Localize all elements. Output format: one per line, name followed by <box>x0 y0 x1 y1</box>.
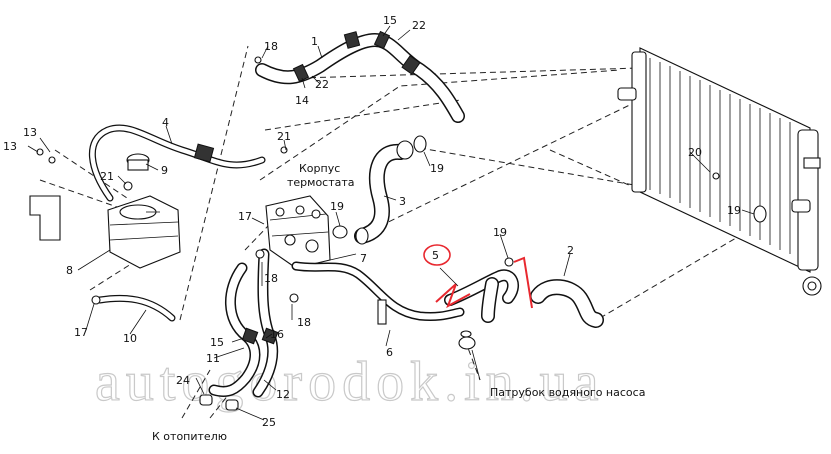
callout-12: 12 <box>276 388 290 401</box>
thermostat-label-line1: Корпус <box>299 162 340 175</box>
pump-branch <box>444 257 520 350</box>
callout-7: 7 <box>360 252 367 265</box>
callout-19c: 19 <box>493 226 507 239</box>
watermark: autogorodok.in.ua <box>95 351 604 413</box>
callout-8: 8 <box>66 264 73 277</box>
part-5-highlight <box>423 244 533 309</box>
callout-22b: 22 <box>315 78 329 91</box>
callout-4: 4 <box>162 116 169 129</box>
pump-label: Патрубок водяного насоса <box>490 386 645 399</box>
thermostat-label-line2: термостата <box>287 176 355 189</box>
callout-19a: 19 <box>430 162 444 175</box>
callout-17b: 17 <box>74 326 88 339</box>
callout-10: 10 <box>123 332 137 345</box>
callout-13a: 13 <box>23 126 37 139</box>
text-labels: Корпус термостата Патрубок водяного насо… <box>152 162 645 443</box>
leader-lines <box>27 25 755 421</box>
callout-24: 24 <box>176 374 190 387</box>
pipe-6 <box>291 261 465 325</box>
callout-11: 11 <box>206 352 220 365</box>
clamps <box>254 56 767 239</box>
callout-18b: 18 <box>264 272 278 285</box>
callouts: 1 2 3 4 5 6 7 8 9 10 11 12 13 13 14 15 1… <box>3 14 741 429</box>
callout-19d: 19 <box>727 204 741 217</box>
callout-17a: 17 <box>238 210 252 223</box>
callout-14: 14 <box>295 94 309 107</box>
callout-25: 25 <box>262 416 276 429</box>
callout-21b: 21 <box>100 170 114 183</box>
callout-1: 1 <box>311 35 318 48</box>
callout-21a: 21 <box>277 130 291 143</box>
callout-19b: 19 <box>330 200 344 213</box>
callout-20: 20 <box>688 146 702 159</box>
heater-hoses <box>199 248 299 411</box>
hose-10 <box>91 294 176 322</box>
callout-18a: 18 <box>264 40 278 53</box>
hose-2 <box>530 279 604 328</box>
callout-22a: 22 <box>412 19 426 32</box>
callout-9: 9 <box>161 164 168 177</box>
callout-15b: 15 <box>210 336 224 349</box>
expansion-tank <box>29 148 181 269</box>
hose-1 <box>255 30 465 123</box>
callout-13b: 13 <box>3 140 17 153</box>
callout-3: 3 <box>399 195 406 208</box>
callout-6: 6 <box>386 346 393 359</box>
callout-15a: 15 <box>383 14 397 27</box>
callout-16: 16 <box>270 328 284 341</box>
heater-label: К отопителю <box>152 430 227 443</box>
callout-2: 2 <box>567 244 574 257</box>
callout-5: 5 <box>432 249 439 262</box>
callout-18c: 18 <box>297 316 311 329</box>
radiator <box>617 47 822 296</box>
thermostat-housing <box>265 195 331 269</box>
hose-4 <box>89 124 266 202</box>
hose-3 <box>354 140 414 245</box>
